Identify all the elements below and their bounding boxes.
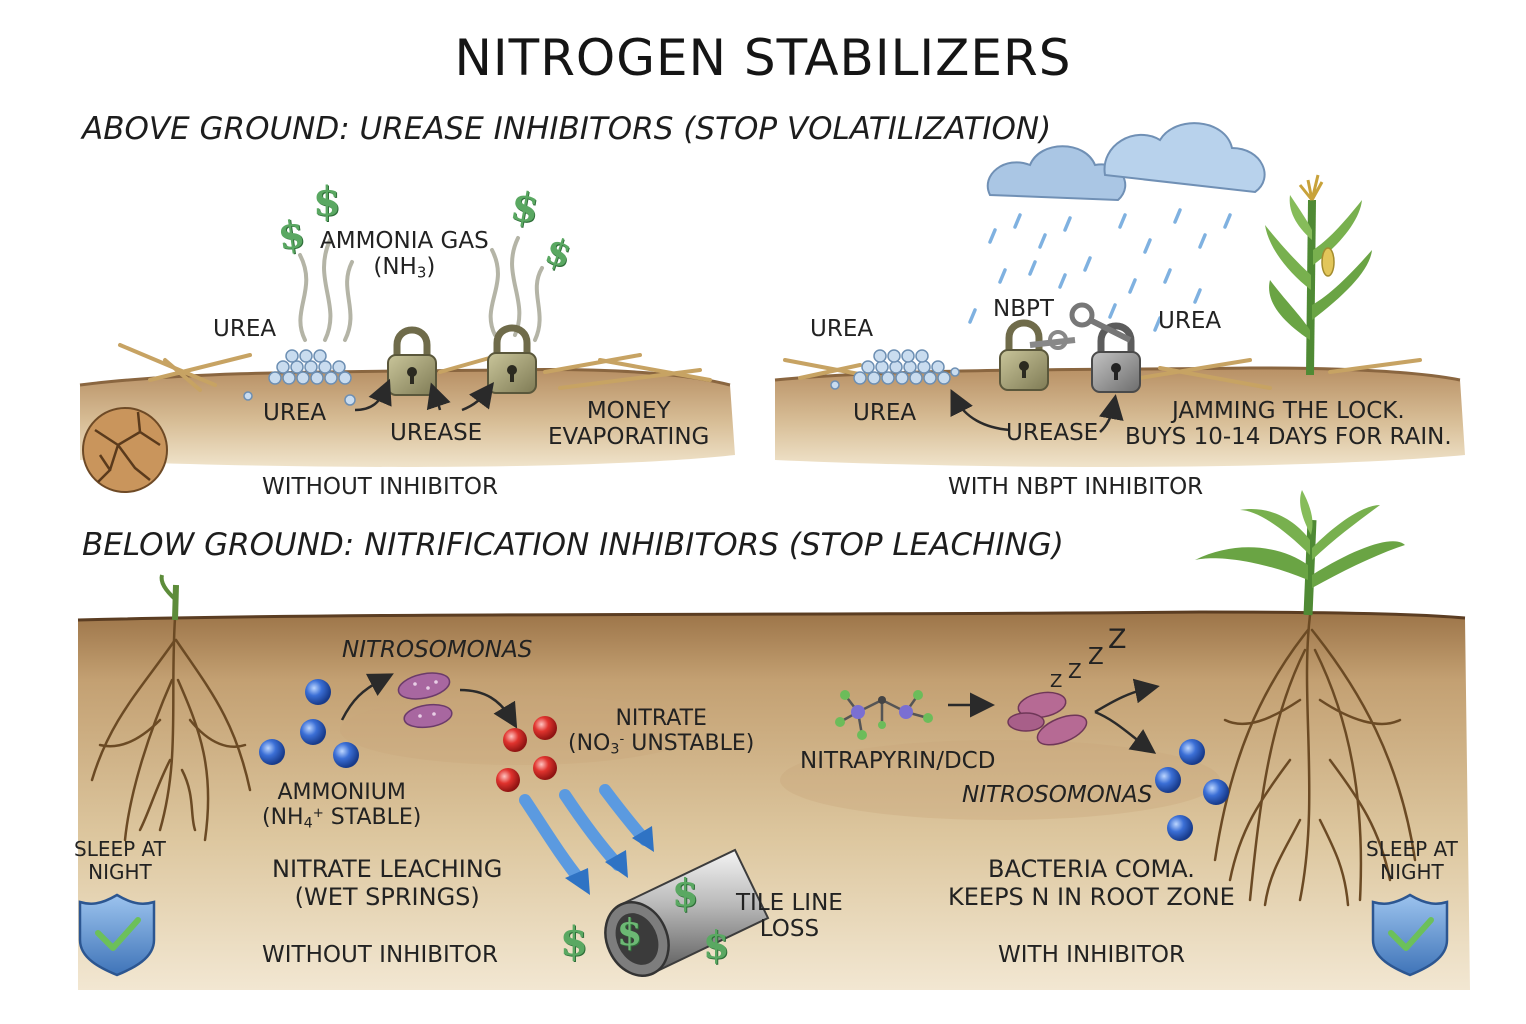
sleep-z-icon: Z xyxy=(1068,659,1082,683)
without-inhibitor-caption: WITHOUT INHIBITOR xyxy=(262,942,498,968)
seedling xyxy=(159,574,179,621)
urease-arrows-left xyxy=(354,378,495,412)
plant-roots-left xyxy=(90,616,252,842)
corn-plant xyxy=(1265,174,1372,376)
dollar-icon: $ xyxy=(672,870,699,915)
sleeping-bacteria xyxy=(1007,691,1088,746)
with-nbpt-caption: WITH NBPT INHIBITOR xyxy=(948,474,1204,500)
below-ground-heading: BELOW GROUND: NITRIFICATION INHIBITORS (… xyxy=(82,527,1064,563)
shield-check-icon xyxy=(78,893,156,977)
lock-icon xyxy=(1091,322,1141,393)
dollar-icon: $ xyxy=(313,178,341,225)
urea-pile-left xyxy=(243,349,356,406)
nitrosomonas-label: NITROSOMONAS xyxy=(962,782,1153,808)
page-title: NITROGEN STABILIZERS xyxy=(454,29,1072,87)
dollar-icon: $ xyxy=(703,922,730,967)
dollar-icon: $ xyxy=(560,918,588,965)
tile-line-pipe xyxy=(604,848,770,977)
sleep-z-icon: Z xyxy=(1108,624,1127,655)
urea-label: UREA xyxy=(1158,308,1222,334)
shield-check-icon xyxy=(1371,893,1449,977)
above-ground-heading: ABOVE GROUND: UREASE INHIBITORS (STOP VO… xyxy=(82,111,1052,147)
nitrate-label: NITRATE (NO3- UNSTABLE) xyxy=(568,706,755,758)
rain-drops xyxy=(968,208,1232,332)
nitrate-leaching-label: NITRATE LEACHING(WET SPRINGS) xyxy=(272,855,503,911)
urea-pile-right xyxy=(830,349,960,390)
ammonium-molecules xyxy=(1155,739,1229,841)
lock-icon xyxy=(999,319,1049,391)
ammonia-gas-wisps xyxy=(298,236,544,342)
corn-plant xyxy=(1195,490,1405,616)
dollar-icon: $ xyxy=(617,912,643,954)
urea-label: UREA xyxy=(263,400,327,426)
key-icon xyxy=(1069,302,1132,343)
urea-label: UREA xyxy=(213,316,277,342)
process-arrows-right xyxy=(948,678,1160,754)
sleep-z-icon: Z xyxy=(1088,644,1104,670)
key-icon xyxy=(1029,330,1076,350)
dry-soil-icon xyxy=(82,407,168,493)
lock-icon xyxy=(387,326,437,396)
bacteria-coma-label: BACTERIA COMA.KEEPS N IN ROOT ZONE xyxy=(948,855,1235,911)
crop-residue xyxy=(118,343,1422,392)
sleep-z-icon: Z xyxy=(1050,671,1063,692)
leaching-arrows xyxy=(519,784,654,895)
nitrapyrin-dcd-label: NITRAPYRIN/DCD xyxy=(800,748,996,774)
rain-cloud-icon xyxy=(986,122,1266,202)
nbpt-label: NBPT xyxy=(993,296,1054,322)
ammonium-label: AMMONIUM (NH4+ STABLE) xyxy=(262,780,422,832)
nitrosomonas-label: NITROSOMONAS xyxy=(342,637,533,663)
urease-label: UREASE xyxy=(390,420,483,446)
nitrapyrin-molecule xyxy=(835,690,933,740)
ammonia-gas-label: AMMONIA GAS (NH3) xyxy=(320,228,489,283)
plant-roots-right xyxy=(1213,613,1417,907)
process-arrows-left xyxy=(340,673,518,729)
nitrate-molecules xyxy=(496,716,557,792)
urea-label: UREA xyxy=(853,400,917,426)
without-inhibitor-caption: WITHOUT INHIBITOR xyxy=(262,474,498,500)
urea-label: UREA xyxy=(810,316,874,342)
jamming-lock-note: JAMMING THE LOCK.BUYS 10-14 DAYS FOR RAI… xyxy=(1125,398,1452,451)
lock-icon xyxy=(487,324,537,394)
with-inhibitor-caption: WITH INHIBITOR xyxy=(998,942,1185,968)
urease-label: UREASE xyxy=(1006,420,1099,446)
urease-arrows-right xyxy=(950,389,1124,433)
nitrosomonas-bacteria xyxy=(397,672,453,729)
ammonium-molecules xyxy=(259,679,359,768)
